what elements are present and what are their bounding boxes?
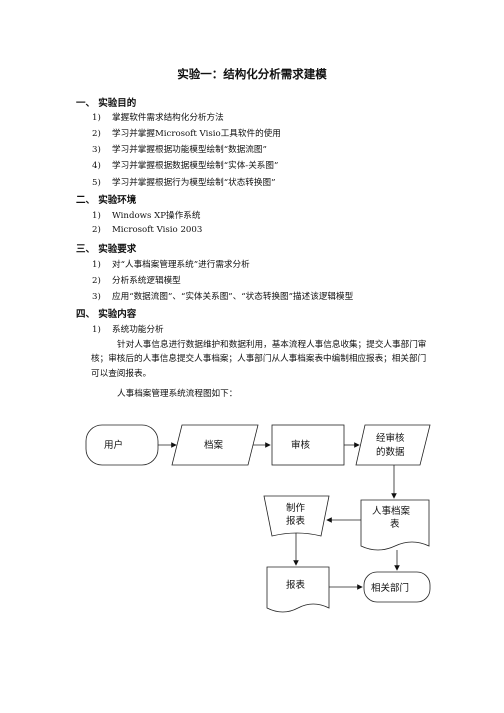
make-report-node <box>263 495 330 537</box>
make-report-label: 制作 <box>286 502 306 514</box>
list-item: 1)掌握软件需求结构化分析方法 <box>92 113 224 123</box>
list-item: 2)分析系统逻辑模型 <box>92 276 181 286</box>
report-node <box>266 566 330 613</box>
user-label: 用户 <box>104 439 123 451</box>
make-report-label: 报表 <box>286 515 306 527</box>
archive-label: 档案 <box>204 439 224 451</box>
list-item: 2)Microsoft Visio 2003 <box>92 225 203 235</box>
dept-node <box>363 571 431 603</box>
review-label: 审核 <box>291 439 311 451</box>
list-item: 5)学习并掌握根据行为模型绘制“状态转换图” <box>92 178 276 188</box>
document-title: 实验一：结构化分析需求建模 <box>177 67 327 81</box>
list-item: 2)学习并掌握Microsoft Visio工具软件的使用 <box>92 129 281 139</box>
hr-table-label: 表 <box>390 518 400 530</box>
flowchart-intro: 人事档案管理系统流程图如下： <box>117 389 238 399</box>
section-heading-purpose: 一、 实验目的 <box>76 98 137 109</box>
reviewed-data-label: 的数据 <box>376 446 405 458</box>
list-item: 4)学习并掌握根据数据模型绘制“实体-关系图” <box>92 161 279 171</box>
list-item: 1)系统功能分析 <box>92 325 164 335</box>
body-paragraph: 针对人事信息进行数据维护和数据利用，基本流程人事信息收集；提交人事部门审核；审核… <box>91 340 427 379</box>
section-heading-environment: 二、 实验环境 <box>76 195 137 206</box>
section-heading-requirements: 三、 实验要求 <box>76 244 137 255</box>
hr-table-label: 人事档案 <box>372 505 411 517</box>
archive-node <box>171 424 259 466</box>
list-item: 3)学习并掌握根据功能模型绘制“数据流图” <box>92 145 267 155</box>
list-item: 1)Windows XP操作系统 <box>92 211 201 221</box>
report-label: 报表 <box>286 579 306 591</box>
list-item: 1)对“人事档案管理系统”进行需求分析 <box>92 260 250 270</box>
reviewed-data-node <box>355 424 431 466</box>
dept-label: 相关部门 <box>371 582 409 594</box>
hr-table-node <box>360 499 430 551</box>
list-item: 3)应用“数据流图”、“实体关系图”、“状态转换图”描述该逻辑模型 <box>92 292 354 302</box>
reviewed-data-label: 经审核 <box>376 432 405 444</box>
section-heading-content: 四、 实验内容 <box>76 309 137 320</box>
